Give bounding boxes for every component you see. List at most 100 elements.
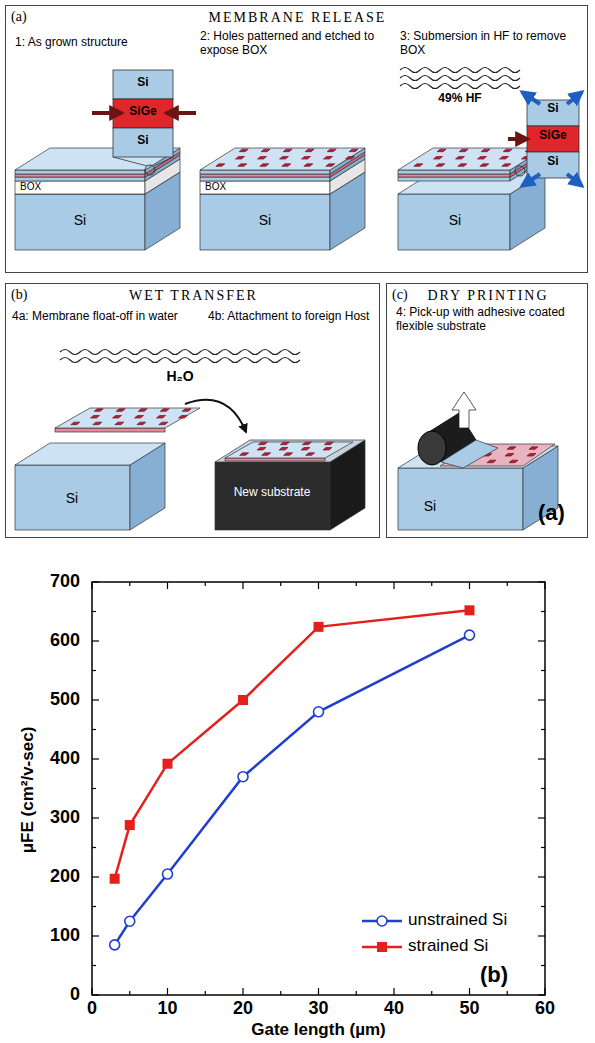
part-label: 4a: Membrane float-off in water xyxy=(12,310,204,324)
part-label: Si xyxy=(123,76,163,90)
tick xyxy=(129,582,130,586)
part-label: Si xyxy=(435,212,475,228)
part-label: 2: Holes patterned and etched to expose … xyxy=(200,30,380,58)
force-arrow xyxy=(522,174,540,186)
etch-hole xyxy=(500,157,509,160)
etch-hole xyxy=(324,157,333,160)
tick xyxy=(205,991,206,995)
peeled-membrane xyxy=(441,440,498,468)
etch-hole xyxy=(91,416,100,419)
sige-layer xyxy=(15,174,145,177)
si-substrate xyxy=(15,194,145,250)
tick xyxy=(318,988,319,995)
part-label: 4b: Attachment to foreign Host xyxy=(208,310,376,324)
etch-hole xyxy=(283,149,292,152)
tick xyxy=(538,758,545,759)
etch-hole xyxy=(459,149,468,152)
legend-sample xyxy=(362,916,402,926)
legend-text: unstrained Si xyxy=(408,910,507,930)
tick xyxy=(356,582,357,586)
data-marker xyxy=(465,605,475,615)
tick xyxy=(242,988,243,995)
art-stroke xyxy=(154,157,173,166)
part-label: BOX xyxy=(20,181,60,193)
part-label: (a) xyxy=(538,500,583,525)
chart-label: μFE (cm²/v-sec) xyxy=(18,680,38,900)
lift-arrow xyxy=(452,392,476,428)
etch-hole xyxy=(507,447,516,450)
etch-hole xyxy=(257,448,266,451)
sige-layer xyxy=(200,174,330,177)
force-arrow xyxy=(92,111,122,115)
liquid-wave xyxy=(60,350,300,355)
etch-hole xyxy=(487,460,496,463)
tick xyxy=(92,581,99,582)
tick xyxy=(92,788,96,789)
tick xyxy=(92,611,96,612)
etch-hole xyxy=(182,409,191,412)
inset-sige xyxy=(527,126,579,152)
part-label: SiGe xyxy=(533,129,573,143)
etch-hole xyxy=(216,164,225,167)
etch-hole xyxy=(456,157,465,160)
chart-label: 0 xyxy=(70,998,114,1019)
tick xyxy=(92,729,96,730)
etch-hole xyxy=(93,422,102,425)
tick xyxy=(167,988,168,995)
si-layer xyxy=(398,170,510,174)
tick xyxy=(541,611,545,612)
etch-hole xyxy=(240,453,249,456)
etch-hole xyxy=(302,157,311,160)
membrane xyxy=(55,428,165,432)
force-arrow xyxy=(567,92,582,104)
etch-hole xyxy=(302,442,311,445)
chart-label: 10 xyxy=(146,998,190,1019)
part-label: 3: Submersion in HF to remove BOX xyxy=(400,30,578,58)
force-arrow xyxy=(522,92,540,104)
membrane xyxy=(225,442,353,458)
chart-label: 0 xyxy=(25,984,80,1005)
si-layer xyxy=(200,177,330,181)
etch-hole xyxy=(323,448,332,451)
si-layer xyxy=(398,177,510,181)
etch-hole xyxy=(284,453,293,456)
data-marker xyxy=(314,707,324,717)
si-layer xyxy=(200,148,365,170)
data-marker xyxy=(125,916,135,926)
panel-title: DRY PRINTING xyxy=(427,288,548,304)
legend-marker xyxy=(377,942,387,952)
data-marker xyxy=(125,820,135,830)
zoom-circle xyxy=(515,166,525,176)
liquid-wave xyxy=(400,76,520,81)
chart-label: 700 xyxy=(25,571,80,592)
tick xyxy=(92,994,99,995)
etch-hole xyxy=(261,149,270,152)
etch-hole xyxy=(437,149,446,152)
tick xyxy=(538,817,545,818)
etch-hole xyxy=(260,164,269,167)
si-substrate xyxy=(200,194,330,250)
part-label: Si xyxy=(123,134,163,148)
tick xyxy=(356,991,357,995)
inset-si xyxy=(113,128,173,157)
part-label: Si xyxy=(533,102,573,116)
etch-hole xyxy=(238,164,247,167)
part-label: H₂O xyxy=(150,368,210,384)
etch-hole xyxy=(138,409,147,412)
etch-hole xyxy=(505,454,514,457)
chart-label: 60 xyxy=(523,998,567,1019)
inset-si xyxy=(113,70,173,99)
etch-hole xyxy=(239,149,248,152)
tick xyxy=(469,988,470,995)
data-line xyxy=(115,610,470,878)
part-label: Si xyxy=(410,498,450,514)
data-line xyxy=(115,635,470,945)
chart-label: 50 xyxy=(448,998,492,1019)
liquid-wave xyxy=(400,84,520,89)
part-label: SiGe xyxy=(123,105,163,119)
part-label: 4: Pick-up with adhesive coated flexible… xyxy=(396,306,582,334)
chart-label: 30 xyxy=(297,998,341,1019)
panel-letter: (a) xyxy=(11,9,27,25)
tick xyxy=(538,876,545,877)
etch-hole xyxy=(434,157,443,160)
